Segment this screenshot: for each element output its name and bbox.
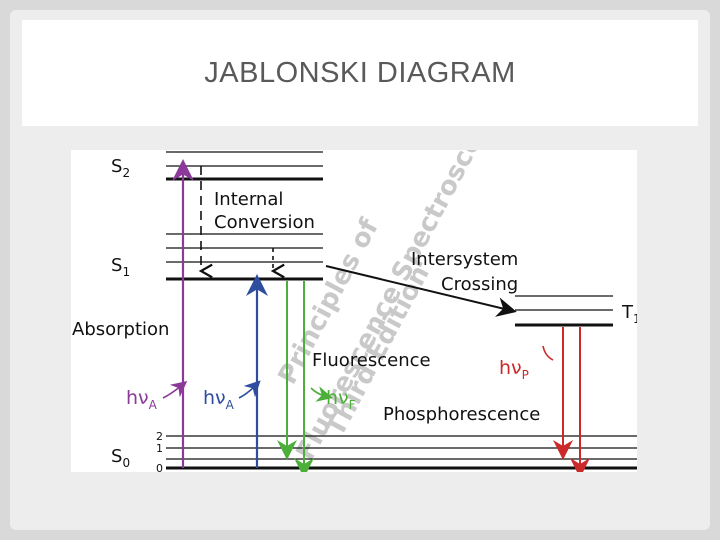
conversion-label: Conversion [214, 212, 315, 233]
s0-label: S0 [111, 446, 130, 470]
s0-v2-label: 2 [156, 430, 163, 443]
photon-p-label: hνP [499, 357, 529, 382]
s2-levels [166, 151, 323, 181]
photon-a-blue-label: hνA [203, 387, 235, 412]
intersystem-label: Intersystem [411, 249, 518, 270]
s0-v1-label: 1 [156, 442, 163, 455]
s0-v0-label: 0 [156, 462, 163, 472]
state-labels: S2 S1 S0 T1 [111, 156, 637, 470]
crossing-label: Crossing [441, 274, 518, 295]
internal-label: Internal [214, 189, 283, 210]
t1-label: T1 [621, 302, 637, 326]
s1-levels [166, 233, 323, 281]
t1-levels [515, 295, 613, 327]
jablonski-figure: Principles of Fluorescence Spectroscopy … [71, 150, 637, 472]
fluorescence-label: Fluorescence [312, 350, 431, 371]
phosphorescence-label: Phosphorescence [383, 404, 540, 425]
title-box: JABLONSKI DIAGRAM [22, 20, 698, 126]
photon-squiggles [162, 345, 554, 402]
intersystem-crossing-arrow [325, 265, 517, 317]
s2-label: S2 [111, 156, 130, 180]
s0-vibrational-labels: 2 1 0 [156, 430, 163, 472]
absorption-label: Absorption [72, 319, 169, 340]
slide-title: JABLONSKI DIAGRAM [204, 56, 516, 89]
photon-a-purple-label: hνA [126, 387, 158, 412]
s0-levels [166, 435, 637, 470]
process-labels: Internal Conversion Intersystem Crossing… [72, 189, 540, 425]
s1-label: S1 [111, 255, 130, 279]
internal-conversion-arrows [198, 166, 285, 279]
jablonski-diagram: Principles of Fluorescence Spectroscopy … [72, 150, 637, 472]
